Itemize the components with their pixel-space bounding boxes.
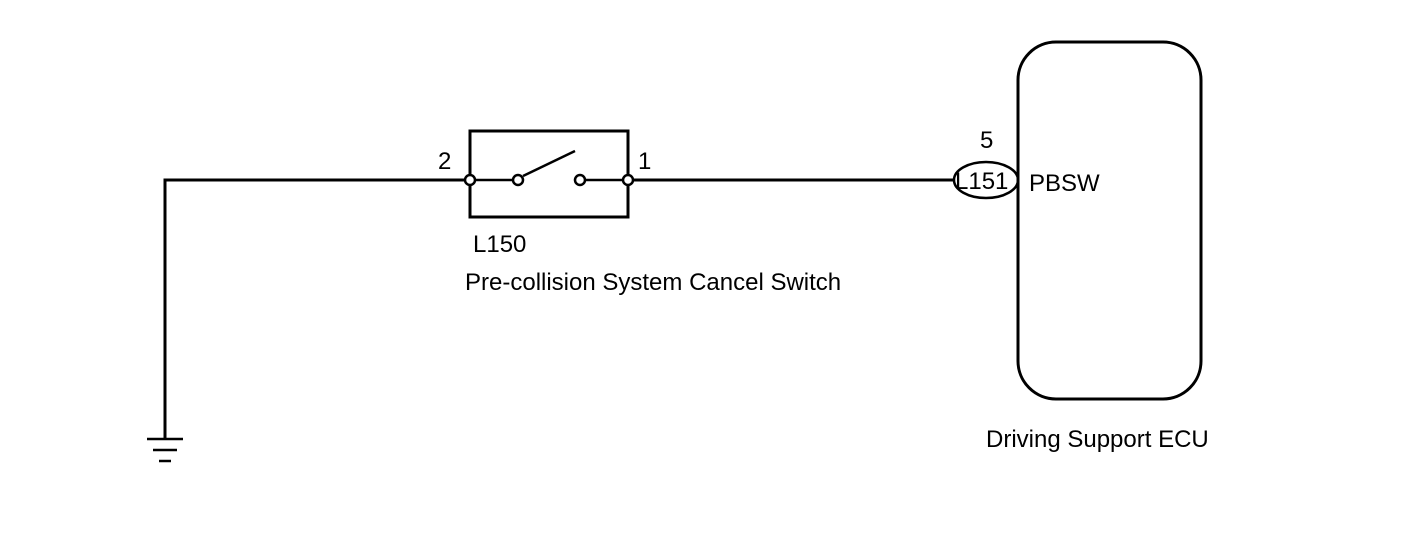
switch-connector-label: L150: [473, 231, 526, 258]
switch-pin-2-label: 2: [438, 148, 451, 175]
ground-wire: [163, 178, 470, 439]
ecu-pin-label: 5: [980, 127, 993, 154]
cancel-switch: [463, 129, 635, 219]
ecu-connector-label: L151: [955, 168, 1008, 195]
ecu-body: [1016, 40, 1203, 401]
ecu-connector-oval: [952, 160, 1020, 200]
switch-contact-left: [511, 173, 525, 187]
switch-pin-1-label: 1: [638, 148, 651, 175]
switch-name-label: Pre-collision System Cancel Switch: [465, 269, 841, 296]
switch-terminal-1: [621, 173, 635, 187]
ecu-name-label: Driving Support ECU: [986, 426, 1209, 453]
switch-contact-blade: [522, 149, 576, 178]
switch-contact-right: [573, 173, 587, 187]
switch-body: [468, 129, 630, 219]
switch-terminal-2: [463, 173, 477, 187]
ecu-terminal-label: PBSW: [1029, 170, 1100, 197]
ground-symbol: [147, 437, 183, 463]
